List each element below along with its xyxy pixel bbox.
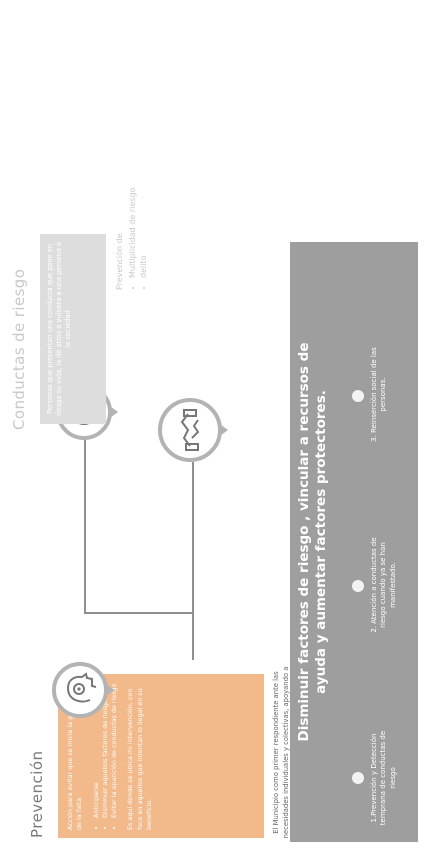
prevention-multiplicity: Prevención de Multiplicidad de riesgo de…: [115, 170, 149, 290]
conductas-box: Personas que presentan una conducta que …: [40, 234, 106, 424]
step-3: 3. Reinserción social de las personas.: [370, 347, 388, 442]
handshake-icon: [158, 398, 222, 462]
step-1: 1.Prevención y Detección temprana de con…: [370, 730, 397, 826]
warning-icon-pointer: [110, 406, 118, 418]
connector-horizontal-main: [84, 414, 86, 614]
objectives-banner: Disminuir factores de riesgo , vincular …: [290, 242, 418, 842]
connector-vertical-left: [84, 612, 194, 614]
step-2: 2. Atención a conductas de riesgo cuando…: [370, 537, 397, 633]
prevention-head-icon: [52, 662, 108, 718]
banner-title-line2: ayuda y aumentar factores protectores.: [312, 390, 329, 694]
prevention-icon-pointer: [106, 684, 114, 696]
step-dot: [352, 772, 364, 784]
prevention-multiplicity-label: Prevención de: [115, 233, 124, 290]
prevention-multiplicity-list: Multiplicidad de riesgo delito: [128, 170, 150, 290]
prevention-bullet: Evitar la aparición de conductas de ries…: [110, 682, 119, 818]
connector-to-lower-icon: [192, 462, 194, 614]
handshake-icon-pointer: [220, 424, 228, 436]
conductas-title: Conductas de riesgo: [10, 268, 28, 430]
prevention-closing: Es aquí donde se ubica mi intervención, …: [126, 688, 153, 830]
multiplicity-item: Multiplicidad de riesgo: [128, 170, 139, 278]
step-dot: [352, 580, 364, 592]
prevention-title: Prevención: [28, 750, 46, 838]
connector-horizontal-lower: [192, 612, 194, 660]
step-dot: [352, 390, 364, 402]
banner-title: Disminuir factores de riesgo , vincular …: [296, 242, 330, 842]
multiplicity-item: delito: [139, 170, 150, 278]
banner-title-line1: Disminuir factores de riesgo , vincular …: [296, 342, 312, 742]
